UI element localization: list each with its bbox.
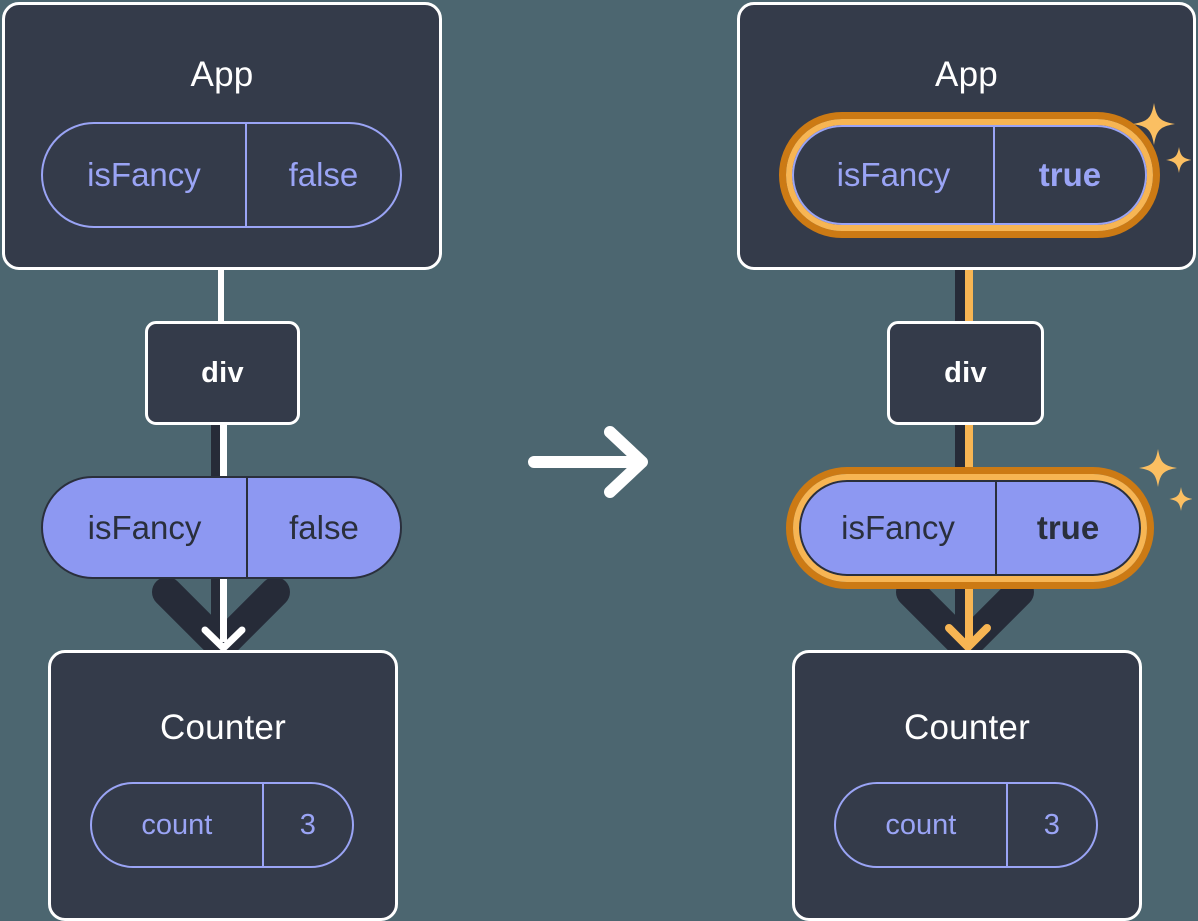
after-counter-title: Counter	[904, 708, 1030, 747]
before-app-state-pill[interactable]: isFancy false	[41, 122, 402, 228]
sparkles-icon	[1133, 103, 1191, 173]
before-prop-pill[interactable]: isFancy false	[41, 476, 402, 579]
after-app-state-value: true	[1038, 156, 1102, 193]
after-counter-state-value: 3	[1043, 808, 1060, 841]
after-prop-pill[interactable]: isFancy true	[799, 480, 1141, 576]
after-propagation-arrow	[896, 556, 1034, 661]
after-div-element-label: div	[944, 356, 987, 389]
before-prop-key: isFancy	[43, 478, 248, 577]
before-prop-value: false	[289, 508, 359, 546]
before-div-element-box[interactable]: div	[145, 321, 300, 425]
before-propagation-arrow	[152, 556, 290, 661]
before-app-state-key: isFancy	[43, 124, 247, 226]
before-counter-title: Counter	[160, 708, 286, 747]
after-counter-state-key: count	[836, 784, 1008, 866]
before-counter-state-pill[interactable]: count 3	[90, 782, 354, 868]
sparkles-icon	[1139, 449, 1192, 511]
before-app-state-value: false	[288, 156, 359, 193]
after-counter-state-pill[interactable]: count 3	[834, 782, 1098, 868]
after-app-state-pill[interactable]: isFancy true	[792, 125, 1147, 225]
after-prop-value: true	[1036, 509, 1100, 546]
before-counter-state-key: count	[92, 784, 264, 866]
arrow-right-icon	[528, 426, 648, 498]
after-div-element-box[interactable]: div	[887, 321, 1044, 425]
after-prop-key: isFancy	[801, 482, 997, 574]
before-div-element-label: div	[201, 356, 244, 389]
before-counter-state-value: 3	[299, 808, 316, 841]
before-app-title: App	[190, 55, 254, 94]
after-app-title: App	[935, 55, 998, 94]
after-app-state-key: isFancy	[794, 127, 995, 223]
